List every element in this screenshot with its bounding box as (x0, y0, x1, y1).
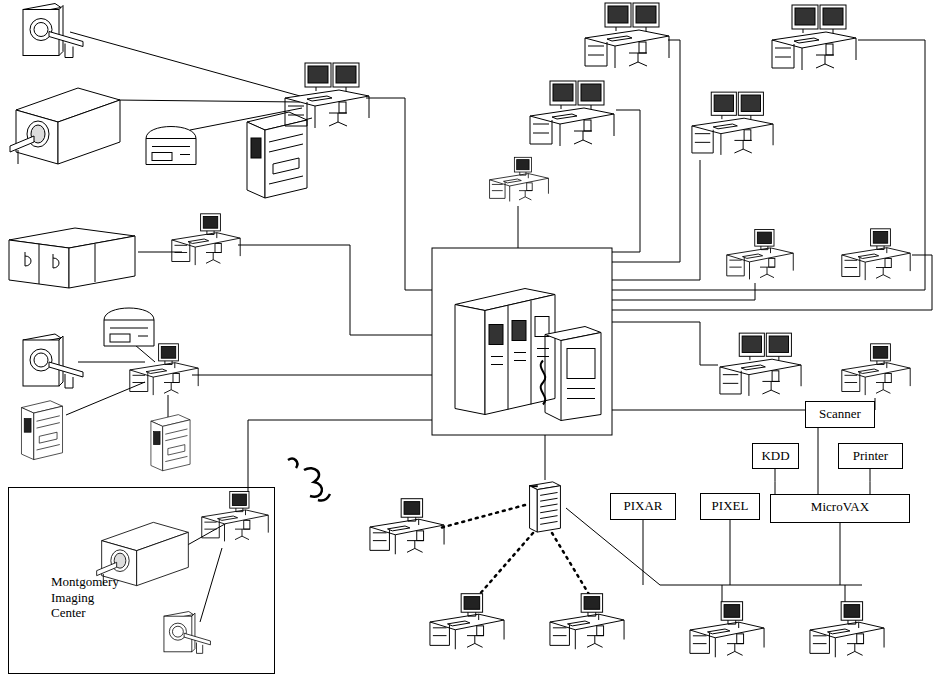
box-label: MicroVAX (779, 499, 901, 515)
computer-box: PIXEL (700, 493, 760, 520)
network-link (870, 469, 871, 494)
region-label: Montgomery Imaging Center (51, 574, 129, 621)
computer-box: PIXAR (610, 493, 676, 520)
box-label: Scanner (814, 406, 866, 422)
device-box: Printer (838, 443, 903, 469)
device-box: Scanner (805, 401, 875, 428)
network-link (818, 428, 819, 494)
device-box: KDD (752, 443, 799, 469)
network-link (775, 469, 776, 494)
computer-box: MicroVAX (770, 494, 910, 523)
box-label: Printer (847, 448, 894, 464)
box-label: PIXAR (619, 498, 667, 514)
box-label: PIXEL (709, 498, 751, 514)
box-label: KDD (761, 448, 790, 464)
imaging-center-region: Montgomery Imaging Center (8, 487, 275, 674)
